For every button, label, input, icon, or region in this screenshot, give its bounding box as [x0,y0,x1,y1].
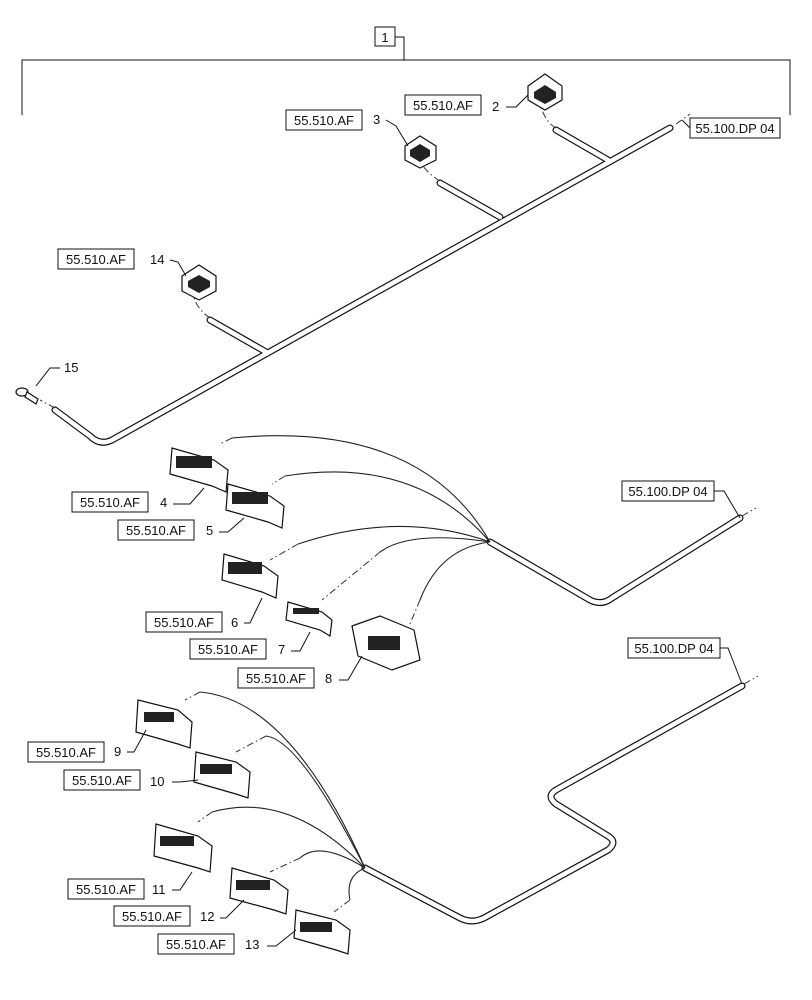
connector-11-number: 11 [152,882,166,897]
callout-10[interactable]: 55.510.AF 10 [63,769,199,791]
harness-ref-top[interactable]: 55.100.DP 04 [681,117,781,139]
assembly-bracket: 1 [21,26,791,115]
ring-terminal-15-number: 15 [64,360,78,375]
connector-9-ref: 55.510.AF [36,745,96,760]
connector-10-ref: 55.510.AF [72,773,132,788]
connector-5-ref: 55.510.AF [126,523,186,538]
connector-3-ref: 55.510.AF [294,113,354,128]
connector-4 [169,447,229,493]
callout-5[interactable]: 55.510.AF 5 [117,517,245,541]
connector-9-icon [135,699,193,749]
connector-2-ref: 55.510.AF [413,98,473,113]
callout-7[interactable]: 55.510.AF 7 [189,631,311,660]
callout-12[interactable]: 55.510.AF 12 [113,899,245,927]
harness-middle [219,435,757,625]
connector-2 [527,73,563,111]
connector-12-icon [229,867,289,915]
connector-13 [293,909,351,955]
connector-3-number: 3 [373,112,380,127]
assembly-leader [395,36,405,60]
connector-12-ref: 55.510.AF [122,909,182,924]
connector-10-icon [193,751,251,799]
connector-6-ref: 55.510.AF [154,615,214,630]
harness-ref-top-text: 55.100.DP 04 [695,121,774,136]
ring-terminal-15 [15,387,39,405]
harness-bottom [184,675,759,925]
callout-13[interactable]: 55.510.AF 13 [157,929,297,955]
connector-2-number: 2 [492,99,499,114]
harness-middle-trunk [486,514,744,607]
harness-ref-middle[interactable]: 55.100.DP 04 [621,480,741,519]
callout-11[interactable]: 55.510.AF 11 [67,871,193,900]
connector-14 [181,264,217,301]
callout-9[interactable]: 55.510.AF 9 [27,729,147,763]
connector-3 [404,135,437,169]
connector-7-ref: 55.510.AF [198,642,258,657]
connector-8-number: 8 [325,671,332,686]
connector-6-icon [221,553,279,599]
callout-14[interactable]: 55.510.AF 14 [57,248,187,277]
harness-ref-bottom[interactable]: 55.100.DP 04 [627,637,743,685]
connector-8 [351,615,421,671]
connector-5-number: 5 [206,523,213,538]
connector-7-icon [285,601,333,637]
harness-top-trunk [51,124,674,446]
connector-4-icon [169,447,229,493]
connector-5 [225,483,285,529]
connector-14-number: 14 [150,252,164,267]
callout-3[interactable]: 55.510.AF 3 [285,109,409,147]
connector-12 [229,867,289,915]
callout-15[interactable]: 15 [35,360,78,387]
harness-ref-middle-text: 55.100.DP 04 [628,484,707,499]
connector-7-number: 7 [278,642,285,657]
connector-14-ref: 55.510.AF [66,252,126,267]
callout-6[interactable]: 55.510.AF 6 [145,597,263,633]
connector-8-ref: 55.510.AF [246,671,306,686]
connector-6 [221,553,279,599]
connector-5-icon [225,483,285,529]
callout-8[interactable]: 55.510.AF 8 [237,655,363,689]
assembly-callout-number: 1 [381,30,388,45]
connector-9 [135,699,193,749]
harness-top [39,103,691,446]
connector-10-number: 10 [150,774,164,789]
callout-4[interactable]: 55.510.AF 4 [71,487,205,513]
connector-4-number: 4 [160,495,167,510]
connector-9-number: 9 [114,744,121,759]
connector-6-number: 6 [231,615,238,630]
connector-11 [153,823,213,873]
connector-4-ref: 55.510.AF [80,495,140,510]
assembly-bracket-line [21,59,791,115]
callout-2[interactable]: 55.510.AF 2 [404,94,529,116]
connector-11-icon [153,823,213,873]
harness-ref-bottom-text: 55.100.DP 04 [634,641,713,656]
connector-10 [193,751,251,799]
connector-11-ref: 55.510.AF [76,882,136,897]
connector-7 [285,601,333,637]
connector-13-ref: 55.510.AF [166,937,226,952]
connector-13-number: 13 [245,937,259,952]
connector-12-number: 12 [200,909,214,924]
